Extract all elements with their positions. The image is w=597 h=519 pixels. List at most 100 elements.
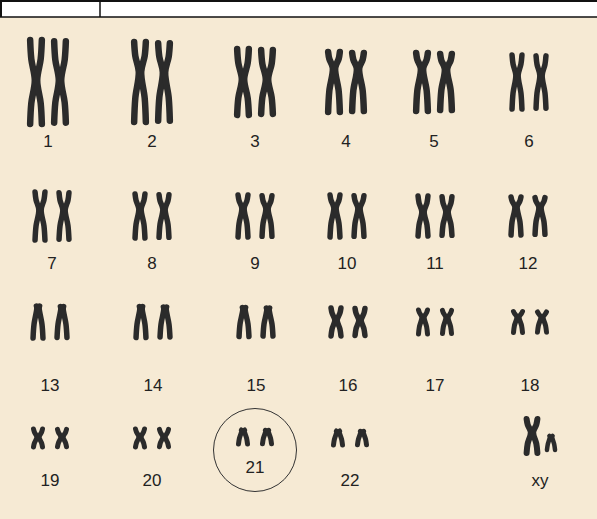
chromatid bbox=[141, 429, 144, 447]
highlight-circle: 21 bbox=[213, 408, 297, 492]
chromatid bbox=[268, 430, 271, 443]
chromatid bbox=[424, 310, 427, 334]
chromatid bbox=[263, 430, 266, 443]
chromatid bbox=[552, 436, 555, 450]
chromatid bbox=[63, 429, 66, 446]
chromatid bbox=[442, 197, 446, 236]
chromosome-number: 8 bbox=[147, 255, 156, 272]
chromatid bbox=[262, 196, 266, 237]
chromatid bbox=[65, 193, 69, 239]
chromosome-number: 6 bbox=[524, 133, 533, 150]
chromatid bbox=[268, 50, 273, 114]
chromosome-number: 20 bbox=[143, 472, 162, 489]
chromatid bbox=[136, 429, 139, 447]
chromatid bbox=[141, 42, 146, 122]
chromatid bbox=[237, 49, 242, 115]
chromatid bbox=[166, 307, 170, 337]
chromatid bbox=[512, 55, 516, 109]
chromatid bbox=[269, 308, 273, 336]
chromatid bbox=[359, 53, 364, 111]
chromatid bbox=[533, 419, 537, 453]
chromatid bbox=[268, 196, 272, 237]
chromatid bbox=[519, 312, 522, 333]
chromatid bbox=[542, 56, 546, 108]
chromatid bbox=[39, 306, 43, 338]
chromatid bbox=[363, 431, 366, 444]
chromatid bbox=[330, 195, 334, 237]
chromatid bbox=[337, 308, 341, 336]
chromatid bbox=[63, 307, 67, 338]
chromosome-number: 17 bbox=[426, 377, 445, 394]
chromosome-number: 7 bbox=[47, 255, 56, 272]
chromosome-number: 1 bbox=[43, 133, 52, 150]
chromatid bbox=[514, 312, 517, 333]
chromosome-number: 15 bbox=[247, 377, 266, 394]
chromatid bbox=[424, 196, 428, 236]
chromatid bbox=[244, 49, 249, 115]
chromosome-number: 5 bbox=[429, 133, 438, 150]
chromatid bbox=[37, 40, 42, 124]
chromosome-number: 19 bbox=[41, 472, 60, 489]
chromatid bbox=[354, 196, 358, 237]
chromatid bbox=[261, 50, 266, 114]
chromatid bbox=[543, 312, 546, 332]
photo-ground bbox=[0, 17, 597, 519]
chromatid bbox=[361, 308, 365, 335]
chromosome-number: 14 bbox=[144, 377, 163, 394]
chromatid bbox=[158, 43, 163, 120]
chromatid bbox=[339, 431, 342, 445]
chromatid bbox=[331, 308, 335, 336]
table-rule bbox=[0, 0, 2, 17]
chromosome-number: 13 bbox=[41, 377, 60, 394]
chromatid bbox=[244, 195, 248, 237]
chromatid bbox=[165, 429, 168, 446]
chromosome-number: 18 bbox=[521, 377, 540, 394]
chromosome-number: xy bbox=[532, 472, 549, 489]
chromatid bbox=[245, 308, 249, 337]
chromosome-number: 22 bbox=[341, 472, 360, 489]
chromatid bbox=[142, 307, 146, 338]
chromatid bbox=[418, 196, 422, 236]
chromatid bbox=[360, 196, 364, 237]
chromatid bbox=[538, 312, 541, 332]
chromatid bbox=[165, 43, 170, 120]
chromosome-number: 21 bbox=[246, 459, 265, 476]
chromosome-number: 10 bbox=[338, 255, 357, 272]
chromatid bbox=[535, 198, 539, 235]
chromatid bbox=[448, 310, 451, 333]
chromatid bbox=[159, 195, 163, 238]
chromatid bbox=[141, 194, 145, 238]
chromatid bbox=[59, 193, 63, 239]
chromatid bbox=[536, 56, 540, 108]
chromatid bbox=[239, 430, 242, 444]
chromatid bbox=[527, 419, 531, 453]
chromatid bbox=[352, 53, 357, 111]
chromatid bbox=[34, 429, 37, 447]
chromosome-number: 16 bbox=[339, 377, 358, 394]
chromatid bbox=[263, 308, 267, 336]
chromatid bbox=[416, 53, 421, 111]
table-rule bbox=[99, 0, 101, 17]
chromatid bbox=[541, 198, 545, 235]
chromatid bbox=[517, 197, 521, 235]
chromatid bbox=[511, 197, 515, 235]
chromatid bbox=[57, 307, 61, 338]
table-rule bbox=[0, 16, 597, 18]
chromatid bbox=[160, 307, 164, 337]
chromatid bbox=[448, 197, 452, 236]
chromatid bbox=[39, 429, 42, 447]
chromatid bbox=[134, 42, 139, 122]
chromatid bbox=[443, 310, 446, 333]
chromatid bbox=[239, 308, 243, 337]
chromatid bbox=[355, 308, 359, 335]
chromosome-number: 2 bbox=[147, 133, 156, 150]
chromatid bbox=[160, 429, 163, 446]
chromatid bbox=[547, 436, 550, 450]
chromatid bbox=[244, 430, 247, 444]
chromatid bbox=[440, 54, 445, 110]
chromatid bbox=[358, 431, 361, 444]
chromatid bbox=[419, 310, 422, 334]
chromosome-number: 4 bbox=[341, 133, 350, 150]
